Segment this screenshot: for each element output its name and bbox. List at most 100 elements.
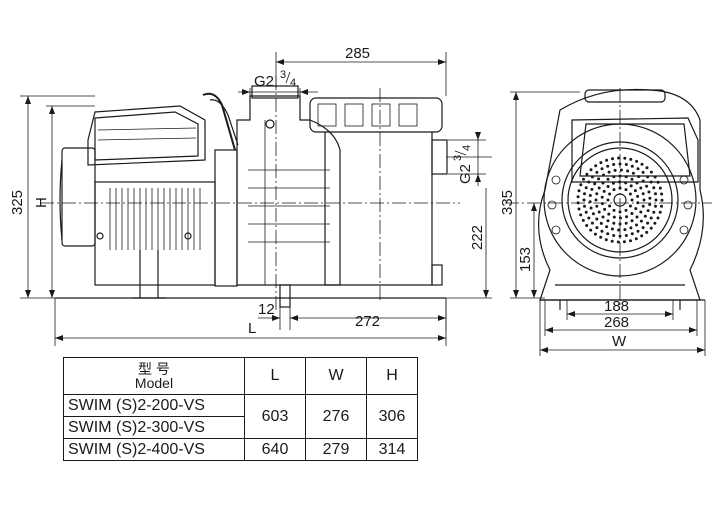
motor-fins xyxy=(109,188,201,250)
end-housing xyxy=(538,88,704,301)
dim-overall-length-label: L xyxy=(248,320,256,337)
grille-hole xyxy=(637,175,641,179)
grille-hole xyxy=(588,200,592,204)
grille-hole xyxy=(645,184,649,188)
dim-total-height: 325 H xyxy=(9,95,95,299)
grille-hole xyxy=(653,175,657,179)
dim-base: 12 272 xyxy=(258,298,447,330)
grille-hole xyxy=(641,204,645,208)
dim-foot-inner: 188 xyxy=(566,298,674,320)
header-w: W xyxy=(305,357,367,395)
end-view: 335 153 188 268 xyxy=(499,88,712,356)
grille-hole xyxy=(624,221,628,225)
grille-hole xyxy=(595,192,599,196)
grille-hole xyxy=(639,210,643,214)
table-header-row: 型 号 Model L W H xyxy=(63,357,418,395)
grille-hole xyxy=(636,167,640,171)
grille-hole xyxy=(656,216,660,220)
dim-inlet-height-label: 222 xyxy=(469,225,486,250)
grille-hole xyxy=(589,228,593,232)
grille-hole xyxy=(649,170,653,174)
table-row: SWIM (S)2-200-VS 603 276 306 xyxy=(63,394,418,439)
grille-hole xyxy=(590,221,594,225)
grille-hole xyxy=(612,208,616,212)
grille-hole xyxy=(630,164,634,168)
grille-hole xyxy=(595,204,599,208)
grille-hole xyxy=(636,194,640,198)
grille-hole xyxy=(640,162,644,166)
grille-hole xyxy=(646,221,650,225)
grille-hole xyxy=(606,232,610,236)
grille-hole xyxy=(635,181,639,185)
grille-hole xyxy=(602,173,605,177)
grille-hole xyxy=(612,221,616,225)
grille-hole xyxy=(597,177,601,181)
grille-hole xyxy=(624,188,628,192)
dim-width: W xyxy=(539,300,706,356)
grille-hole xyxy=(636,229,640,233)
grille-hole xyxy=(648,203,652,206)
grille-hole xyxy=(641,179,645,183)
grille-hole xyxy=(606,185,610,188)
dim-end-height-label: 335 xyxy=(499,190,516,215)
grille-hole xyxy=(641,192,645,196)
merged-w-cell: 276 xyxy=(305,394,367,439)
grille-hole xyxy=(600,229,604,233)
model-cell: SWIM (S)2-300-VS xyxy=(63,416,245,439)
grille-hole xyxy=(600,202,604,206)
grille-hole xyxy=(639,186,643,190)
grille-hole xyxy=(617,228,621,232)
grille-hole xyxy=(606,177,610,181)
dim-foot-inner-label: 188 xyxy=(604,298,629,315)
grille-hole xyxy=(583,204,586,208)
w-cell: 279 xyxy=(305,438,367,461)
header-model-cn: 型 号 xyxy=(138,361,170,377)
grille-hole xyxy=(608,204,612,208)
grille-hole xyxy=(600,195,604,199)
grille-hole xyxy=(654,192,657,196)
dim-top-width-label: 285 xyxy=(345,45,370,62)
grille-hole xyxy=(612,163,616,166)
grille-hole xyxy=(652,210,656,214)
grille-hole xyxy=(660,198,664,202)
grille-hole xyxy=(590,175,594,179)
grille-hole xyxy=(611,157,614,161)
grille-hole xyxy=(607,212,611,216)
grille-hole xyxy=(587,180,591,184)
grille-hole xyxy=(591,212,595,216)
grille-hole xyxy=(631,171,635,175)
grille-hole xyxy=(634,207,638,211)
header-model-en: Model xyxy=(134,375,174,391)
motor-body xyxy=(59,105,216,299)
grille-hole xyxy=(603,207,607,211)
grille-hole xyxy=(635,159,639,163)
header-l: L xyxy=(244,357,306,395)
dim-base-length-label: 272 xyxy=(355,313,380,330)
merged-l-cell: 603 xyxy=(244,394,306,439)
grille-hole xyxy=(595,217,599,221)
dim-axis-height: 153 xyxy=(517,203,537,298)
grille-hole xyxy=(646,175,650,179)
grille-hole xyxy=(624,208,628,212)
grille-hole xyxy=(584,210,588,214)
grille-hole xyxy=(654,204,657,208)
pump-flange xyxy=(202,92,239,287)
grille-hole xyxy=(599,161,603,165)
grille-hole xyxy=(656,180,660,184)
dim-end-height: 335 xyxy=(499,91,580,299)
grille-hole xyxy=(585,224,589,227)
grille-hole xyxy=(610,239,614,243)
grille-hole xyxy=(648,196,652,200)
grille-hole xyxy=(642,198,646,202)
grille-hole xyxy=(641,170,645,174)
grille-hole xyxy=(630,219,634,223)
grille-hole xyxy=(624,175,628,179)
grille-hole xyxy=(630,212,634,215)
grille-hole xyxy=(607,170,611,174)
grille-hole xyxy=(622,240,626,244)
grille-hole xyxy=(641,226,645,230)
grille-hole xyxy=(660,192,664,196)
h-cell: 314 xyxy=(366,438,418,461)
grille-hole xyxy=(649,180,653,184)
grille-hole xyxy=(653,221,657,225)
